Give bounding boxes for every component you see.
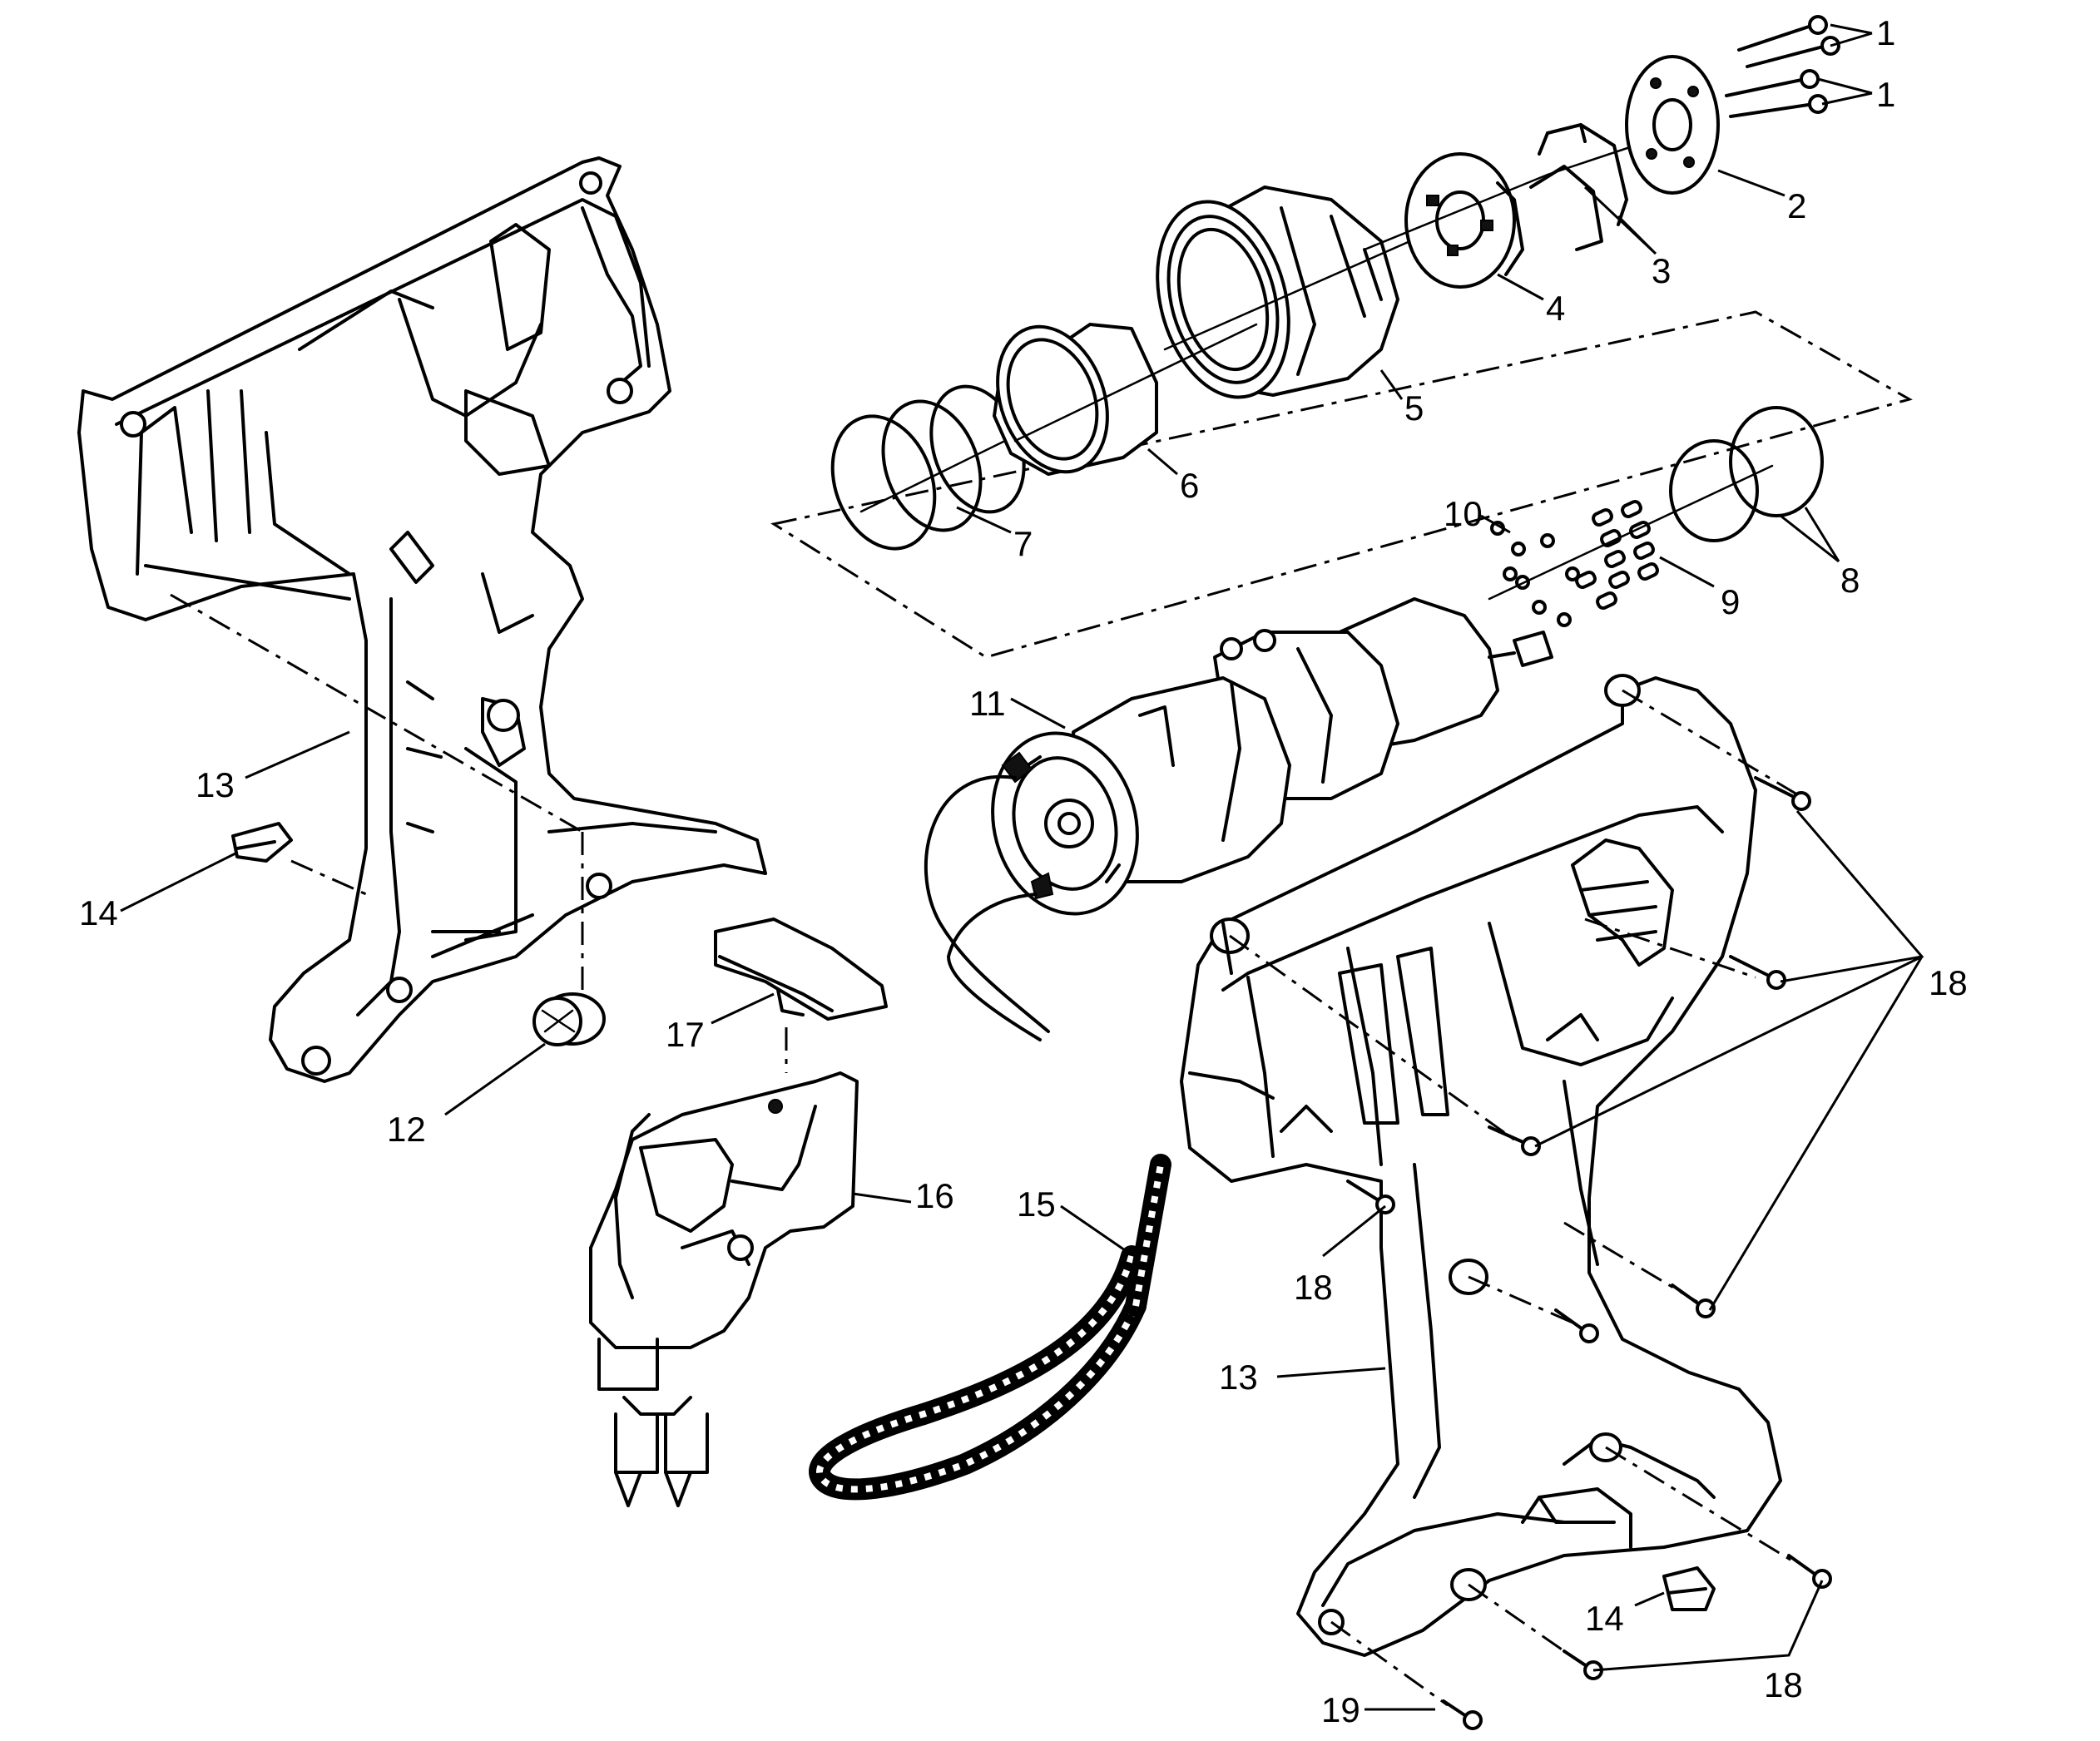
part-3-clips [1529,123,1628,251]
axis-line-5-6 [1013,223,1449,443]
callout-18b: 18 [1294,1268,1333,1307]
callout-10: 10 [1444,494,1483,533]
part-14-latch-right [1662,1566,1716,1611]
screw-line-7 [1468,1583,1565,1653]
callout-11: 11 [969,684,1006,723]
part-14-latch-left [231,822,293,863]
screw-line-5 [1563,1221,1698,1303]
callout-13a: 13 [196,765,235,804]
callout-1b: 1 [1876,75,1895,114]
callout-13b: 13 [1219,1358,1258,1397]
part-6-collar [993,323,1158,476]
callout-5: 5 [1404,388,1424,428]
axis-line-9 [1488,464,1774,601]
part-15-lanyard [809,1154,1171,1501]
left-housing-half [77,156,767,1083]
assembly-line-latch [290,859,367,896]
callout-18c: 18 [1764,1665,1803,1704]
callout-15: 15 [1017,1185,1056,1224]
callout-19: 19 [1321,1690,1360,1729]
part-9-10-balls-rollers [1490,499,1659,627]
assembly-line-housing [170,593,583,833]
part-4-plate [1404,152,1524,289]
callout-9: 9 [1721,582,1740,621]
screw-line-6 [1605,1446,1798,1565]
part-1-screws [1725,15,1840,118]
callout-14b: 14 [1585,1599,1624,1638]
callout-3: 3 [1652,251,1671,290]
part-2-end-plate [1625,55,1720,195]
screw-line-3 [1229,934,1515,1141]
assembly-box [770,310,1913,659]
callout-14a: 14 [79,893,118,932]
callout-17: 17 [666,1015,705,1054]
callout-18a: 18 [1929,963,1968,1002]
callout-labels: 1 1 2 3 4 5 6 7 8 9 10 11 12 13 13 14 14… [79,13,1968,1729]
callout-8: 8 [1840,561,1860,600]
part-5-clutch-collar [1156,185,1399,399]
callout-12: 12 [387,1110,426,1149]
callout-1a: 1 [1876,13,1895,52]
callout-4: 4 [1546,289,1565,328]
part-11-motor-gearbox [924,597,1553,1041]
screw-line-4 [1468,1275,1573,1324]
screw-line-2 [1584,917,1756,979]
callout-16: 16 [915,1176,954,1215]
part-8-o-rings [1669,406,1824,542]
leader-lines [120,23,1924,1711]
part-17-switch-cover [714,917,888,1021]
part-19-screw [1442,1699,1483,1730]
right-housing-half [1180,674,1782,1657]
callout-7: 7 [1013,524,1033,563]
part-18-screws [1346,776,1832,1680]
part-16-switch [589,1071,859,1507]
screw-line-1 [1622,689,1798,796]
callout-6: 6 [1180,466,1199,505]
callout-2: 2 [1787,186,1806,225]
part-12-cap [532,992,606,1046]
